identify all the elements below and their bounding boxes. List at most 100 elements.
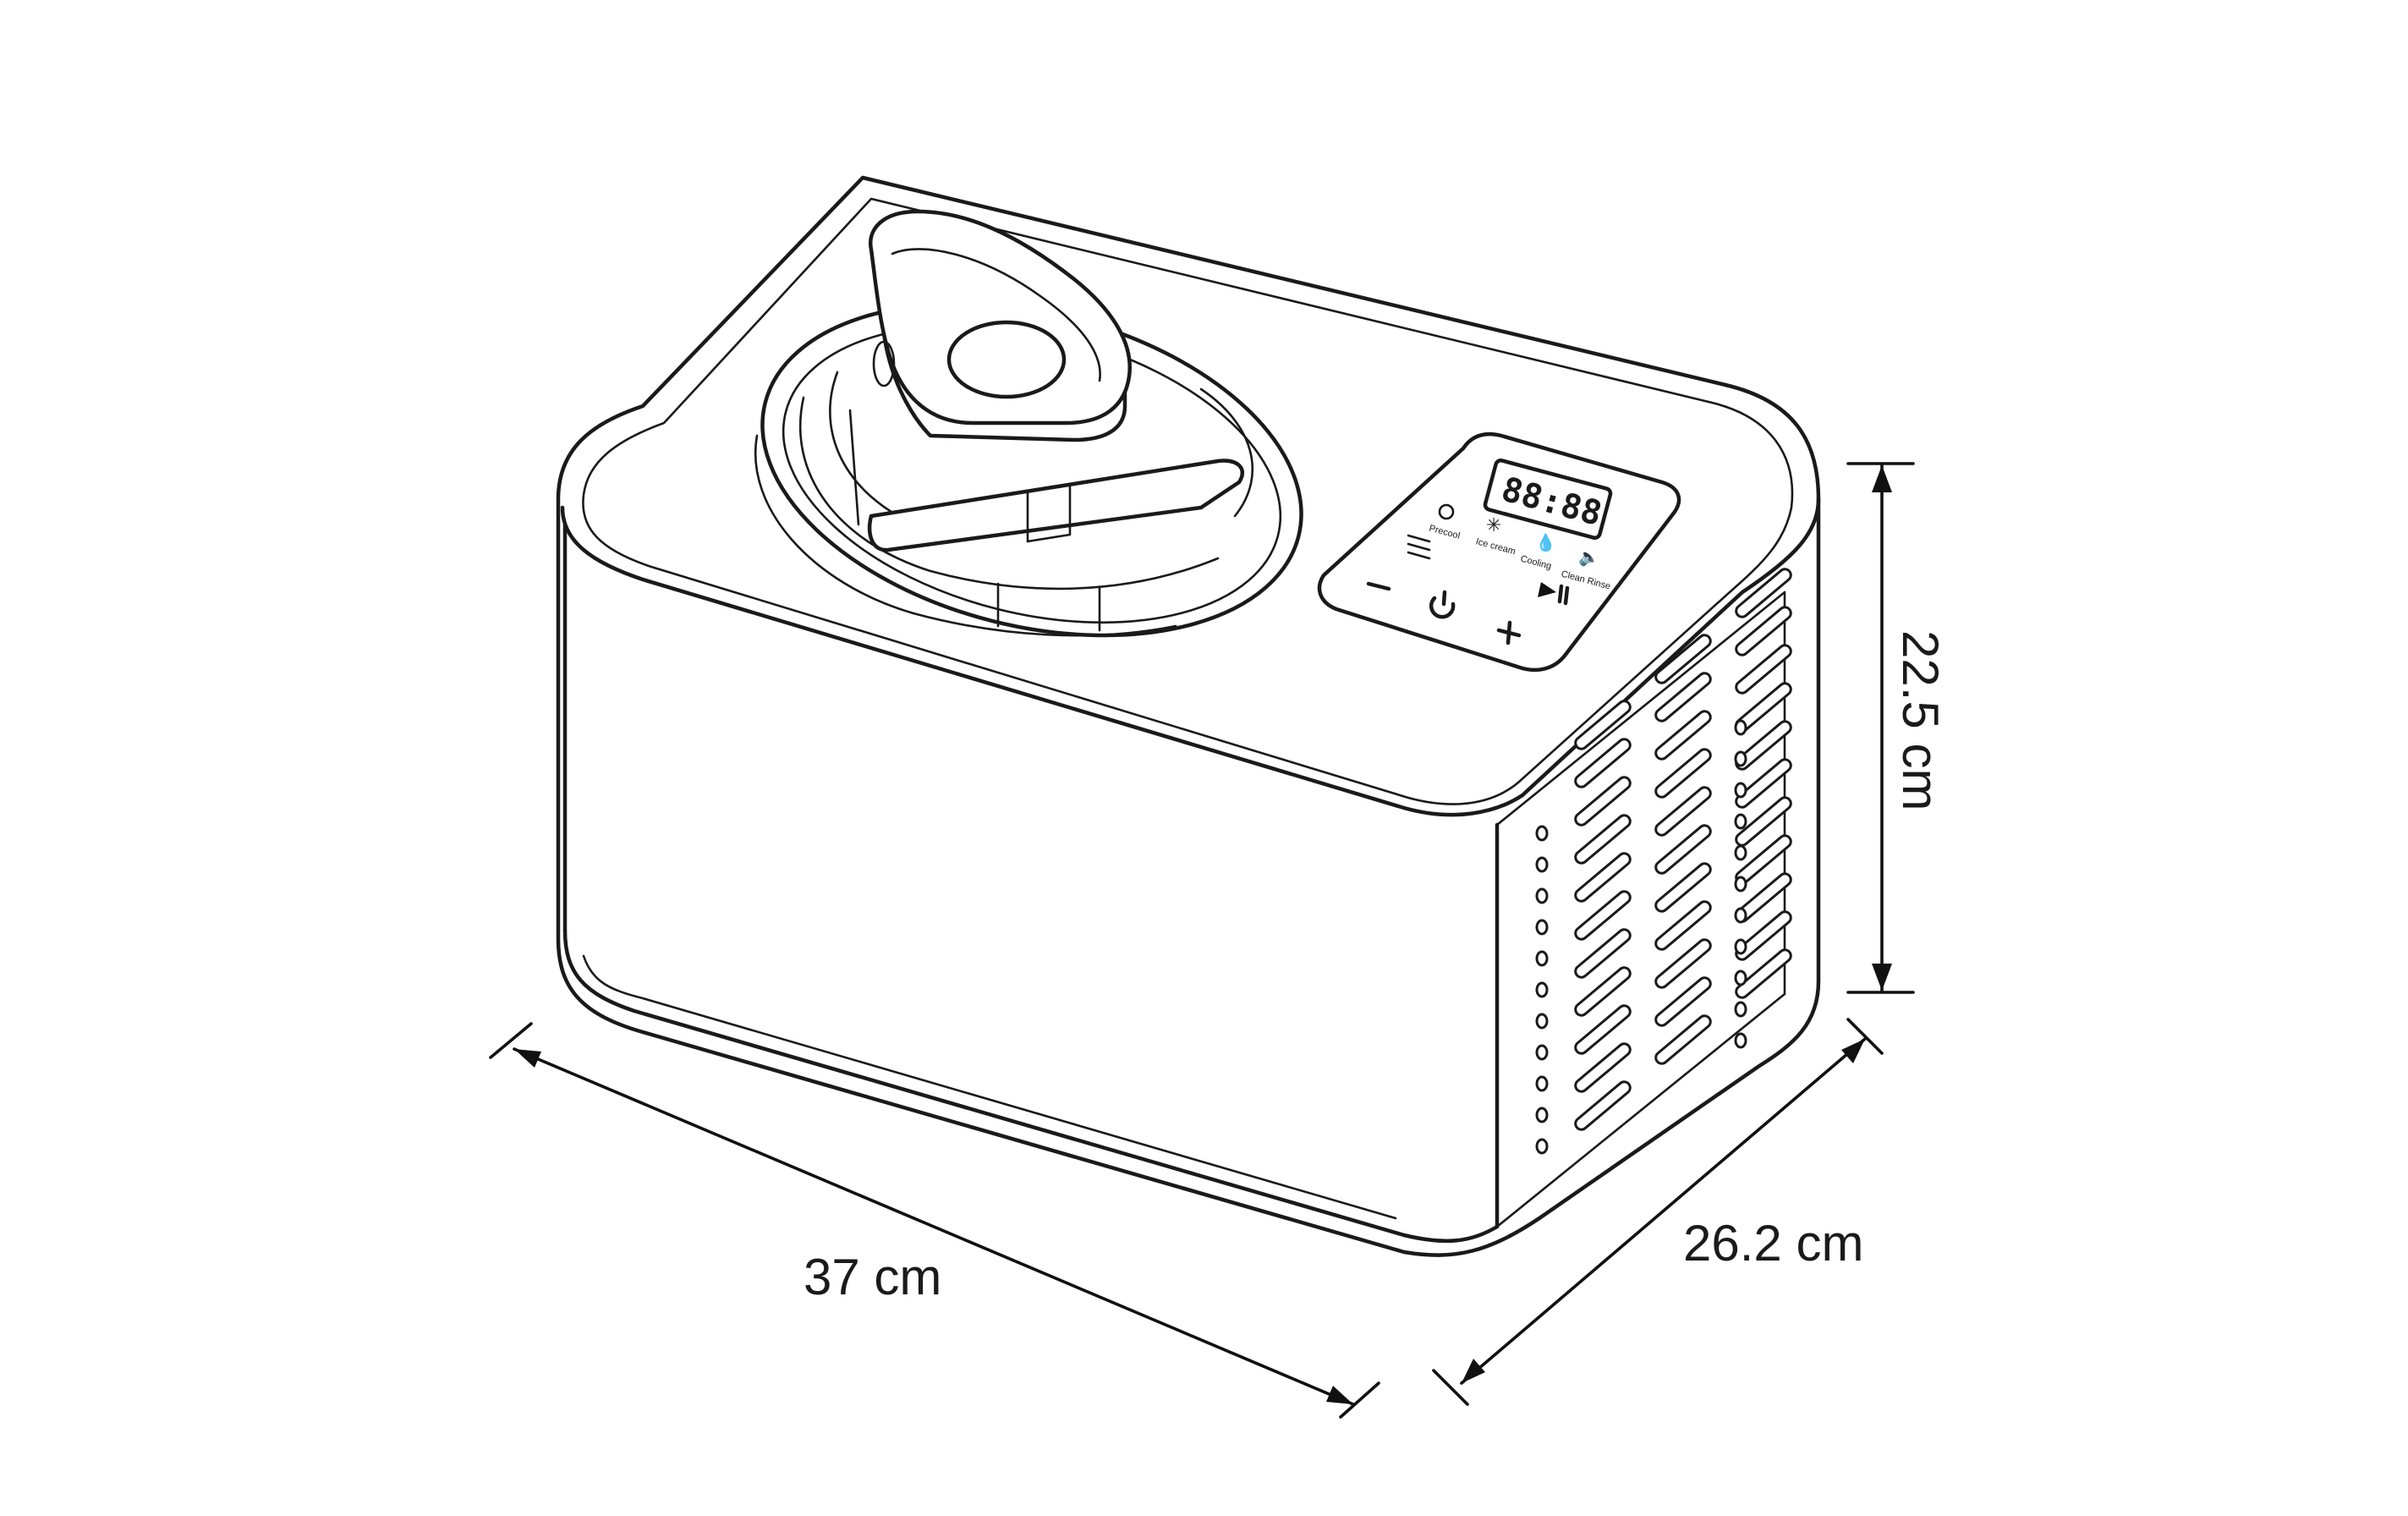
width-extension-right [1339, 1381, 1380, 1419]
vent-slot [1735, 910, 1792, 961]
vent-slot [1574, 814, 1632, 865]
machine-body [556, 175, 1821, 1257]
vent-hole [1535, 1044, 1549, 1061]
vent-slot [1654, 748, 1712, 799]
vent-slot [1574, 738, 1632, 788]
dimension-height: 22.5 cm [1846, 462, 1949, 994]
vent-slot [1735, 720, 1792, 771]
vent-hole [1535, 1138, 1549, 1155]
side-panel-top-edge [1495, 590, 1786, 827]
plus-key[interactable] [1496, 620, 1522, 645]
lcd-display [1483, 459, 1613, 540]
vent-slot [1654, 634, 1712, 684]
vent-hole [1734, 1001, 1747, 1018]
height-label: 22.5 cm [1892, 630, 1949, 810]
lid-rim-band [754, 434, 1177, 637]
control-panel-outline [1317, 431, 1681, 673]
vent-hole [1734, 750, 1747, 767]
vent-slot [1574, 852, 1632, 903]
timer-icon [1438, 503, 1455, 520]
vent-hole [1535, 981, 1549, 998]
motor-cap [869, 209, 1132, 426]
vent-slot [1654, 1014, 1712, 1065]
vent-hole [1734, 938, 1747, 955]
vent-hole [1734, 782, 1747, 799]
side-panel-bottom-edge [1495, 992, 1786, 1228]
height-arrow-bottom [1872, 964, 1892, 991]
vent-grille [1535, 568, 1792, 1155]
list-icon [1407, 534, 1431, 543]
vent-slot [1654, 900, 1712, 951]
top-inner-rim [582, 197, 1794, 805]
control-panel: 88:88 Precool ✳ Ice cream 💧 Cooling 🔈 Cl… [1317, 431, 1681, 673]
height-arrow-top [1872, 465, 1892, 492]
play-pause-icon [1538, 582, 1556, 597]
vent-slot [1654, 824, 1712, 875]
vent-hole [1734, 876, 1747, 893]
depth-dimension-line [1460, 1037, 1867, 1385]
minus-icon [1366, 581, 1391, 591]
vent-slot [1574, 1042, 1632, 1093]
vent-slot [1735, 606, 1792, 656]
vent-hole [1535, 1013, 1549, 1030]
power-icon [1429, 596, 1456, 619]
top-surface-edge [560, 497, 1821, 817]
vent-slot [1735, 796, 1792, 847]
vent-hole [1535, 919, 1549, 936]
minus-key[interactable] [1366, 581, 1391, 591]
vent-slot [1735, 644, 1792, 695]
vent-hole [1734, 969, 1747, 986]
lid-assembly [754, 209, 1303, 638]
vent-slot [1654, 786, 1712, 837]
front-bottom-inner-edge [582, 954, 1397, 1220]
depth-extension-bottom [1432, 1369, 1469, 1406]
vent-slot [1574, 890, 1632, 941]
motor-button [946, 320, 1067, 399]
dimension-depth: 26.2 cm [1432, 1018, 1884, 1406]
width-arrow-right [1326, 1386, 1353, 1404]
menu-key[interactable] [1407, 534, 1431, 560]
vent-slot [1574, 776, 1632, 827]
vent-slot [1574, 928, 1632, 979]
vent-slot [1735, 568, 1792, 618]
vent-slot [1654, 862, 1712, 913]
vent-slot [1654, 710, 1712, 761]
side-knob [872, 340, 896, 387]
vent-slot [1654, 976, 1712, 1027]
depth-arrow-top [1841, 1039, 1865, 1063]
vent-hole [1734, 844, 1747, 861]
start-pause-key[interactable] [1538, 582, 1570, 606]
vent-slot [1654, 938, 1712, 989]
vent-slot [1574, 966, 1632, 1017]
width-extension-left [489, 1022, 533, 1059]
vent-hole [1535, 1107, 1549, 1123]
depth-arrow-bottom [1462, 1359, 1485, 1383]
width-arrow-left [514, 1049, 541, 1068]
vent-hole [1734, 907, 1747, 924]
vent-slot [1574, 1004, 1632, 1055]
vent-slot [1574, 1080, 1632, 1131]
bowl-vertical-1 [848, 409, 860, 526]
drop-icon: 💧 [1535, 532, 1556, 552]
width-label: 37 cm [804, 1249, 941, 1305]
power-key[interactable] [1429, 590, 1456, 619]
depth-extension-top [1846, 1018, 1884, 1055]
mixer-paddle-hub [1026, 482, 1072, 543]
vent-hole [1535, 856, 1549, 873]
vent-hole [1535, 950, 1549, 967]
vent-slot [1654, 672, 1712, 722]
mixer-paddle [867, 459, 1245, 552]
front-bottom-edge [562, 928, 1500, 1244]
speaker-icon: 🔈 [1578, 547, 1599, 567]
bowl-curve-3 [1199, 387, 1254, 518]
vent-hole [1535, 887, 1549, 904]
vent-hole [1734, 813, 1747, 830]
dimension-width: 37 cm [489, 1022, 1380, 1419]
vent-hole [1535, 1075, 1549, 1092]
vent-slot [1735, 758, 1792, 809]
vent-hole [1734, 1032, 1747, 1049]
depth-label: 26.2 cm [1683, 1215, 1863, 1272]
bowl-curve-1 [798, 396, 1220, 590]
motor-cap-edge [891, 248, 1101, 382]
